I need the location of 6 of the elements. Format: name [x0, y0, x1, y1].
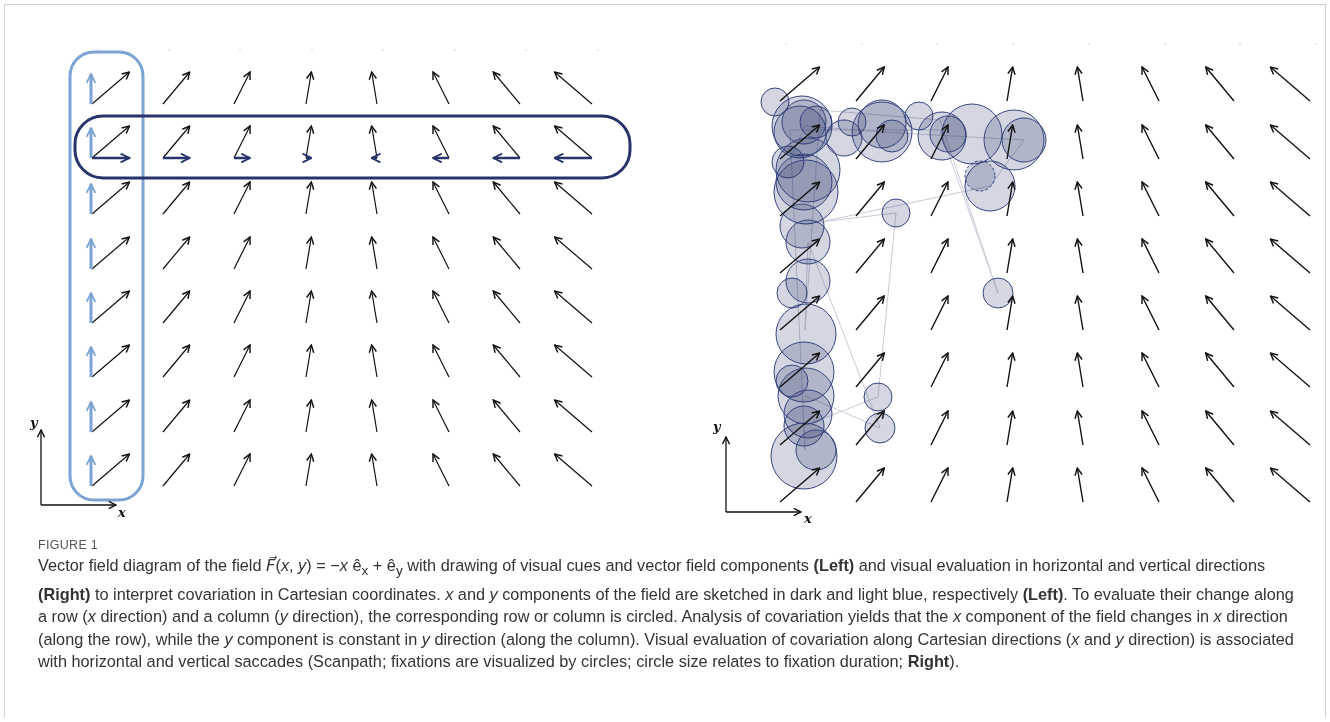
- axis-label: y: [713, 420, 721, 433]
- axis-label: x: [804, 512, 812, 525]
- axis-label: y: [30, 416, 38, 429]
- figure-caption: Vector field diagram of the field F⃗(x, y) = −x ê$_{x}$ + ê$_{y}$ with drawing of visual cues and vector field components (Left) and visual evaluation in horizontal and vertical directions (Right) to interpret covariation in Cartesian coordinates. x and y components of the field are sketched in dark and light blue, respectively (Left). To evaluate their change along a row (x direction) and a column (y direction), the corresponding row or column is circled. Analysis of covariation yields that the x component of the field changes in x direction (along the row), while the y component is constant in y direction (along the column). Visual evaluation of covariation along Cartesian directions (x and y direction) is associated with horizontal and vertical saccades (Scanpath; fixations are visualized by circles; circle size relates to fixation duration; Right).: [38, 554, 1295, 673]
- figure-title: FIGURE 1: [38, 538, 99, 552]
- axis-label: x: [118, 506, 126, 519]
